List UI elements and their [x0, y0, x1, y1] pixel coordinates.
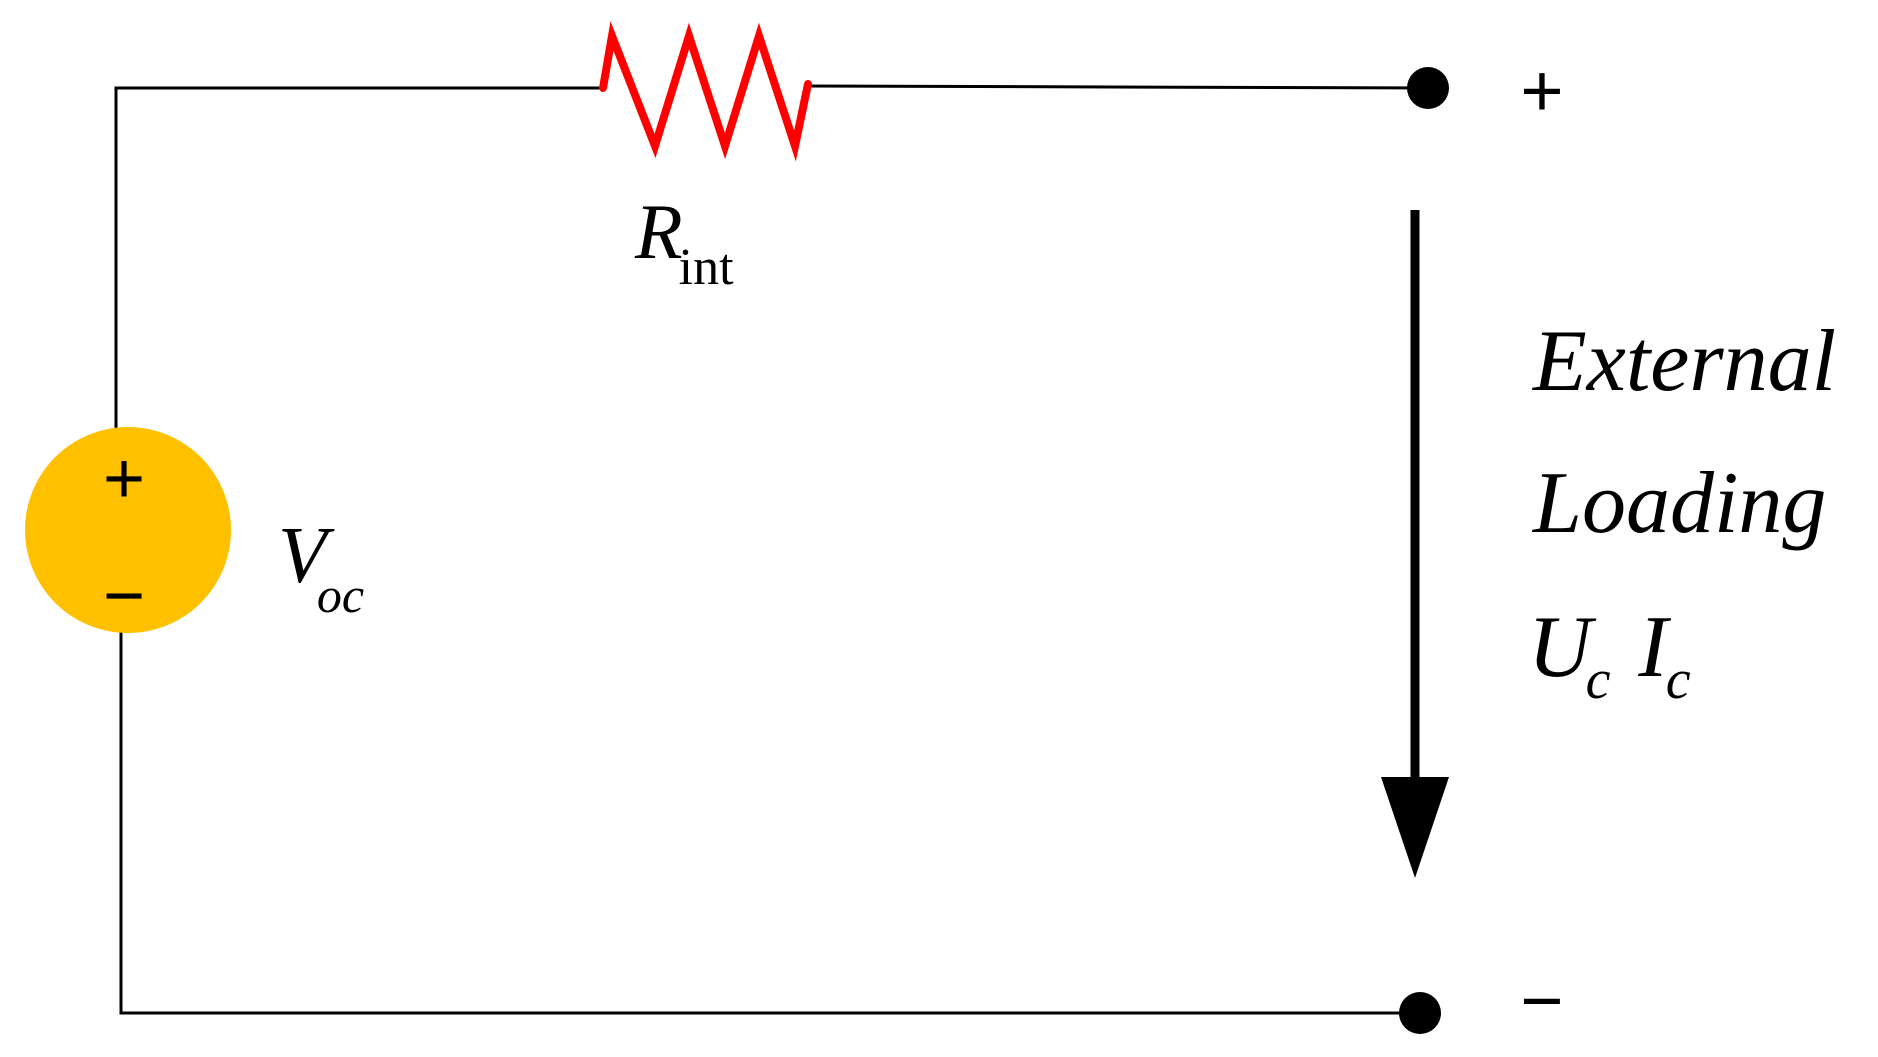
positive-terminal: [1407, 67, 1449, 109]
voltage-source: + −: [25, 427, 231, 636]
source-plus-sign: +: [103, 439, 145, 519]
resistor-label: Rint: [634, 188, 734, 296]
wires: [114, 84, 1429, 1015]
negative-terminal: [1399, 992, 1441, 1034]
positive-terminal-sign: +: [1520, 49, 1563, 132]
bottom-wire: [119, 632, 1420, 1015]
negative-terminal-sign: −: [1520, 959, 1563, 1042]
source-minus-sign: −: [103, 556, 145, 636]
external-loading-line2: Loading: [1531, 455, 1826, 552]
external-loading-line1: External: [1531, 313, 1836, 410]
load-arrow-head: [1381, 777, 1449, 878]
top-right-wire: [807, 84, 1429, 90]
internal-resistor: [599, 21, 812, 162]
top-left-wire: [114, 86, 603, 428]
voltage-source-body: [25, 427, 231, 633]
source-label: Voc: [278, 512, 364, 623]
load-arrow: [1381, 210, 1449, 878]
